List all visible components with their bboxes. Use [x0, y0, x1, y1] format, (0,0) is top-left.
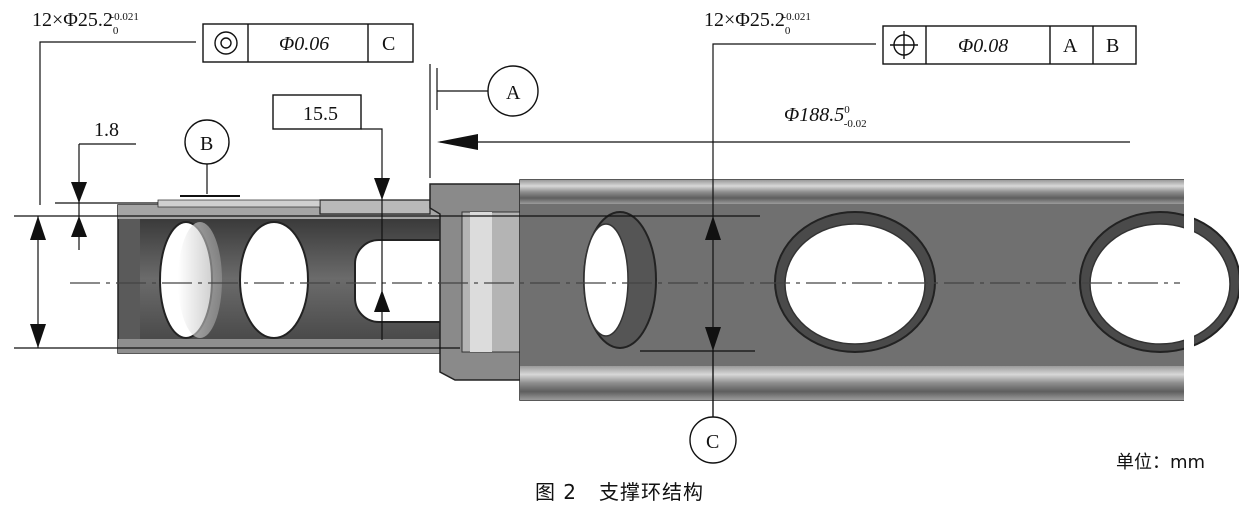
datum-a-callout: A [429, 64, 539, 178]
figure-caption: 图 2 支撑环结构 [0, 476, 1239, 505]
datum-b-callout: B [180, 119, 240, 197]
datum-c-label: C [706, 431, 719, 453]
hole-size-left: 12×Φ25.2 [32, 9, 113, 31]
unit-label: 单位：mm [1116, 452, 1206, 473]
concentricity-icon [214, 31, 238, 55]
hole-callout-left: 12×Φ25.20 -0.021 [32, 9, 196, 205]
fcf-right-tolerance: Φ0.08 [958, 35, 1008, 57]
hole-tol-lower-left: 0 [113, 25, 119, 37]
svg-text:12×Φ25.20-0.021: 12×Φ25.20 -0.021 [32, 9, 139, 37]
figure-title: 支撑环结构 [599, 480, 705, 504]
feature-control-frame-right: Φ0.08 A B [882, 25, 1137, 65]
hole-callout-right: 12×Φ25.20-0.021 [704, 9, 876, 418]
diam-lower: -0.02 [844, 118, 867, 130]
support-ring-part [117, 170, 1239, 410]
dimension-diameter-188-5: Φ188.50 -0.02 [437, 104, 1130, 150]
diam-main: Φ188.5 [784, 104, 844, 126]
hole-tol-upper-left: -0.021 [110, 11, 138, 23]
datum-c-callout: C [689, 351, 737, 464]
fcf-left-tolerance: Φ0.06 [279, 33, 329, 55]
position-icon [890, 31, 918, 59]
figure-number: 图 2 [534, 480, 578, 504]
fcf-left-datum: C [382, 33, 395, 55]
hole-tol-upper-right: -0.021 [782, 11, 810, 23]
hole-size-right: 12×Φ25.2 [704, 9, 785, 31]
dimension-1-8: 1.8 [71, 119, 136, 250]
datum-a-label: A [506, 82, 521, 104]
datum-b-label: B [200, 133, 213, 155]
svg-text:Φ188.50-0.02: Φ188.50 -0.02 [784, 104, 867, 130]
feature-control-frame-left: Φ0.06 C [202, 23, 414, 63]
dim-1-8-label: 1.8 [94, 119, 119, 141]
diam-upper: 0 [844, 104, 850, 116]
dim-15-5-label: 15.5 [303, 103, 338, 125]
reference-lines [14, 202, 1180, 352]
dimension-left-diameter [30, 216, 46, 348]
fcf-right-datum-a: A [1063, 35, 1078, 57]
fcf-right-datum-b: B [1106, 35, 1119, 57]
hole-tol-lower-right: 0 [785, 25, 791, 37]
svg-text:12×Φ25.20-0.021: 12×Φ25.20 -0.021 [704, 9, 811, 37]
dimension-15-5: 15.5 [272, 94, 390, 340]
